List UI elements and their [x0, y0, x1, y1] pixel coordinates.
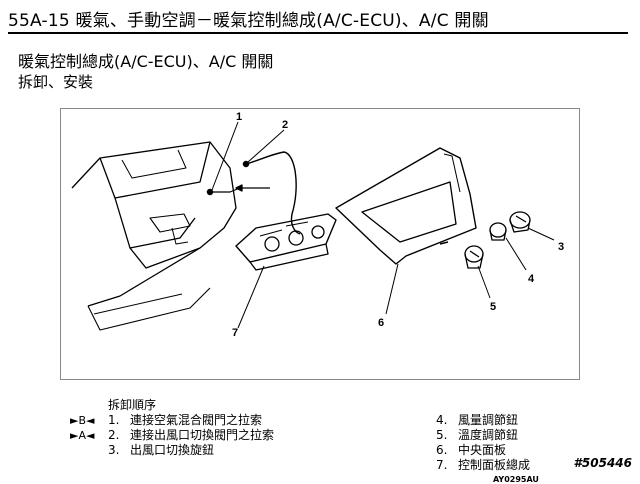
- list-item: 4. 風量調節鈕: [436, 413, 530, 428]
- list-item: 5. 溫度調節鈕: [436, 428, 530, 443]
- knobs: [439, 211, 531, 269]
- control-cables: [206, 151, 301, 235]
- reference-mark: [70, 443, 108, 458]
- procedure-list-right: 4. 風量調節鈕 5. 溫度調節鈕 6. 中央面板 7. 控制面板總成: [436, 413, 530, 473]
- list-item: ►B◄ 1. 連接空氣混合閥門之拉索: [70, 413, 274, 428]
- exploded-diagram: 1 2 3 4 5 6 7 AY0295AU: [60, 108, 580, 484]
- step-text: 連接出風口切換閥門之拉索: [130, 428, 275, 442]
- procedure-list-left: ►B◄ 1. 連接空氣混合閥門之拉索 ►A◄ 2. 連接出風口切換閥門之拉索 3…: [70, 413, 274, 458]
- step-text: 控制面板總成: [458, 458, 531, 472]
- dashboard-outline: [71, 141, 237, 331]
- control-panel-assembly: [235, 213, 337, 271]
- step-number: 4.: [436, 413, 448, 427]
- callout-7: 7: [232, 327, 238, 339]
- step-text: 連接空氣混合閥門之拉索: [130, 413, 263, 427]
- list-item: 7. 控制面板總成: [436, 458, 530, 473]
- callout-5: 5: [490, 301, 496, 313]
- diagram-frame: [60, 108, 580, 380]
- callout-4: 4: [528, 273, 535, 285]
- section-title: 暖氣控制總成(A/C-ECU)、A/C 開關: [18, 52, 274, 71]
- callout-3: 3: [558, 241, 564, 253]
- list-item: 3. 出風口切換旋鈕: [70, 443, 274, 458]
- step-number: 7.: [436, 458, 448, 472]
- step-text: 出風口切換旋鈕: [130, 443, 215, 457]
- step-text: 溫度調節鈕: [458, 428, 519, 442]
- reference-mark: ►B◄: [70, 414, 95, 427]
- step-number: 3.: [108, 443, 120, 457]
- step-text: 風量調節鈕: [458, 413, 519, 427]
- list-item: ►A◄ 2. 連接出風口切換閥門之拉索: [70, 428, 274, 443]
- step-number: 6.: [436, 443, 448, 457]
- callout-2: 2: [282, 119, 288, 131]
- page-header: 55A-15 暖氣、手動空調－暖氣控制總成(A/C-ECU)、A/C 開關: [8, 6, 628, 34]
- step-number: 1.: [108, 413, 120, 427]
- step-text: 中央面板: [458, 443, 507, 457]
- section-subtitle: 拆卸、安裝: [18, 73, 94, 91]
- reference-mark: ►A◄: [70, 429, 95, 442]
- diagram-illustration: 1 2 3 4 5 6 7: [71, 111, 564, 339]
- step-number: 2.: [108, 428, 120, 442]
- list-item: 6. 中央面板: [436, 443, 530, 458]
- procedure-title: 拆卸順序: [108, 398, 157, 412]
- leader-lines: [211, 121, 555, 329]
- step-number: 5.: [436, 428, 448, 442]
- page-title: 55A-15 暖氣、手動空調－暖氣控制總成(A/C-ECU)、A/C 開關: [8, 11, 489, 31]
- callout-1: 1: [236, 111, 242, 123]
- header-divider: [8, 32, 628, 34]
- center-panel: [335, 147, 477, 265]
- watermark: #505446: [573, 456, 632, 470]
- callout-6: 6: [378, 317, 384, 329]
